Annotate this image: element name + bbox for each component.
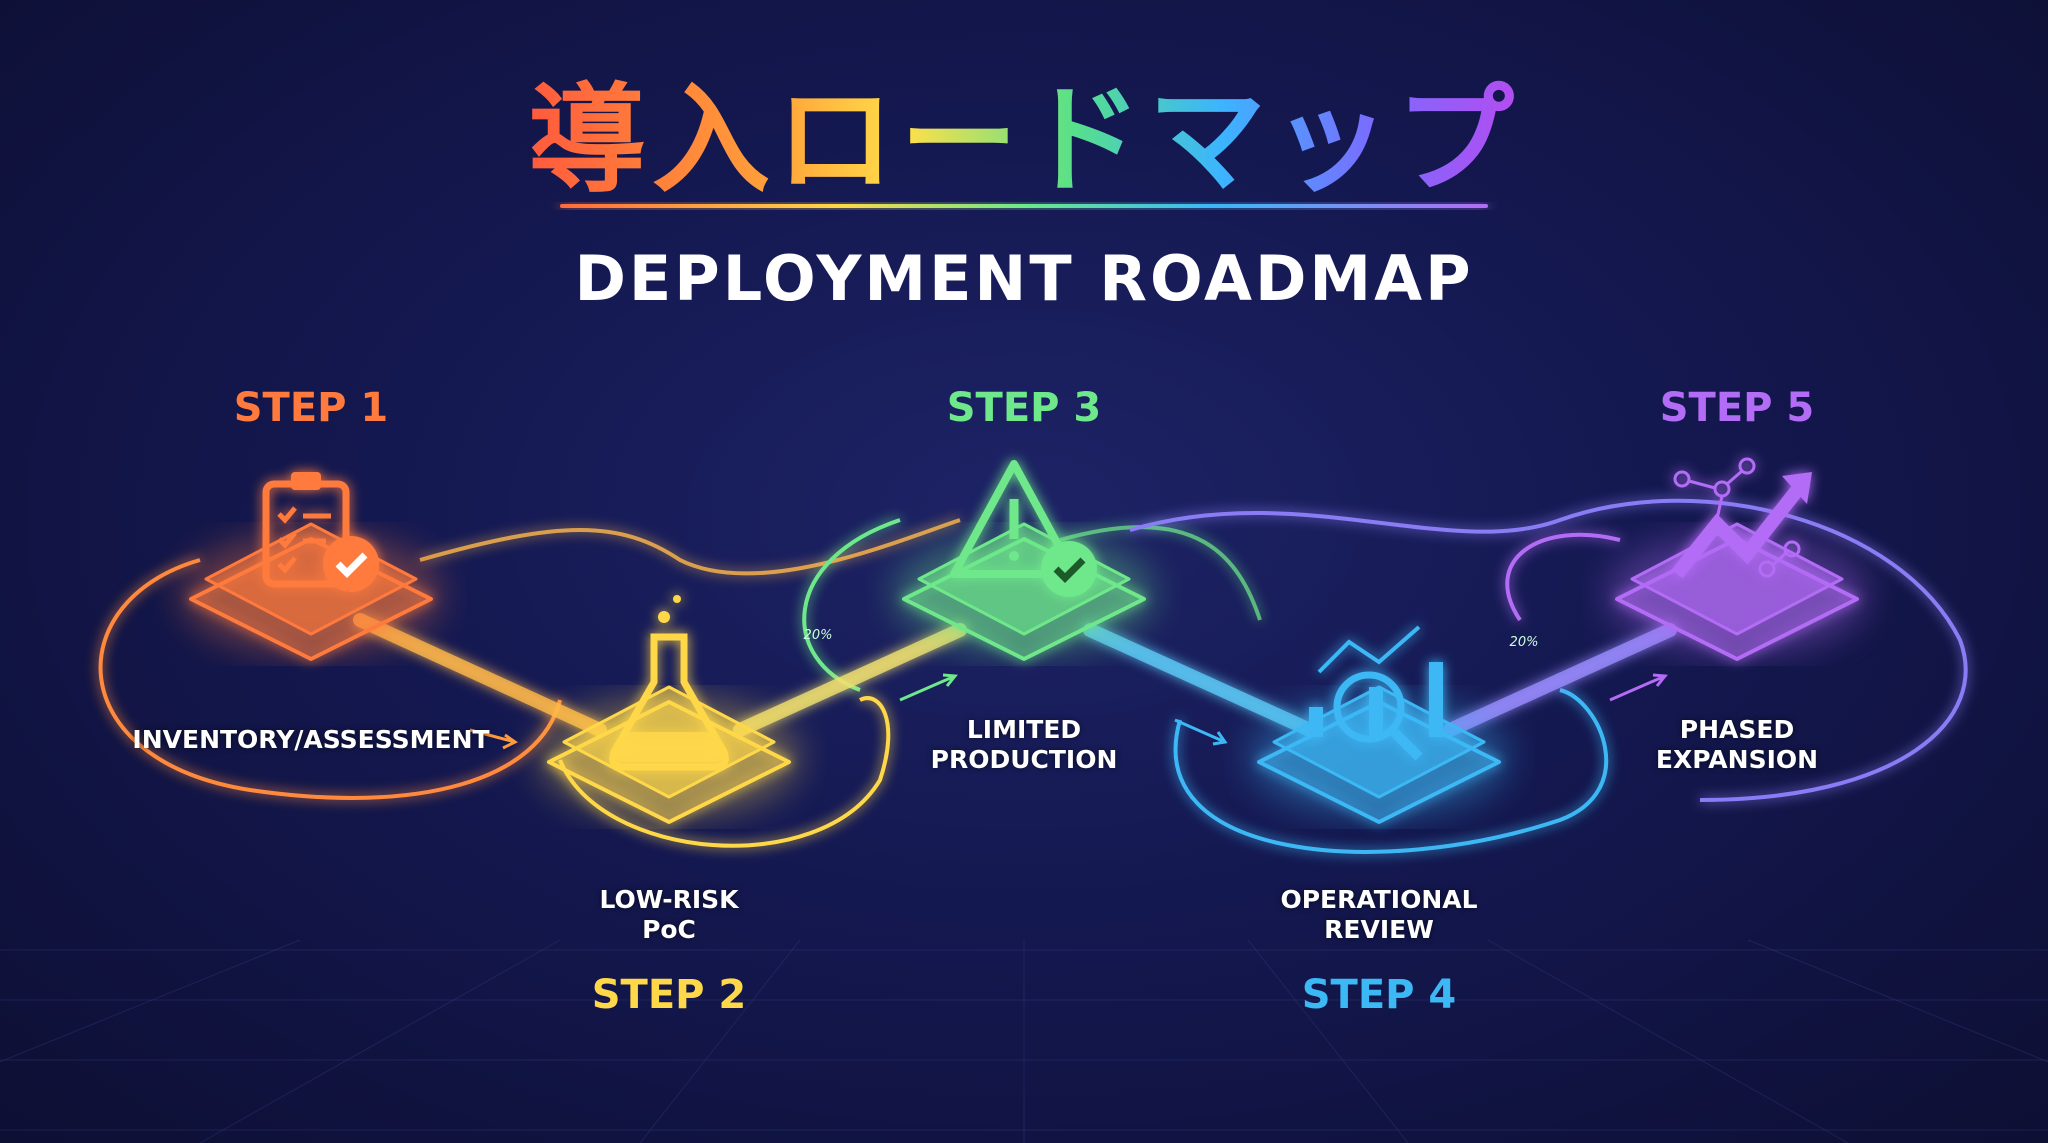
- clipboard-check-icon: [262, 472, 379, 592]
- step-2-label: STEP 2: [591, 972, 747, 1018]
- step-4-name-line2: REVIEW: [1324, 915, 1434, 944]
- step-2-name-line1: LOW-RISK: [599, 885, 739, 914]
- step-5-name-line2: EXPANSION: [1655, 745, 1819, 774]
- flow-arrows: [469, 673, 1668, 750]
- gauge-readout-2: 20%: [1509, 635, 1539, 650]
- connection-beams: [353, 613, 1677, 737]
- step-1-name: INVENTORY/ASSESSMENT: [132, 725, 489, 755]
- step-3-name-line2: PRODUCTION: [930, 745, 1118, 774]
- step-3-name-line1: LIMITED: [966, 715, 1082, 744]
- step-1-label: STEP 1: [233, 385, 389, 431]
- gauge-readout-1: 20%: [803, 628, 833, 643]
- step-4-label: STEP 4: [1301, 972, 1457, 1018]
- step-2-name-line2: PoC: [642, 915, 696, 944]
- title-japanese: 導入ロードマップ: [528, 44, 1520, 215]
- step-4-platform: [1249, 625, 1509, 824]
- step-3-platform: [894, 460, 1154, 661]
- step-1-platform: [181, 472, 441, 661]
- loop-paths: [98, 498, 1968, 854]
- step-5-label: STEP 5: [1659, 385, 1815, 431]
- chart-magnifier-icon: [1309, 625, 1443, 761]
- step-5-name-line1: PHASED: [1679, 715, 1795, 744]
- step-1-name-line: INVENTORY/ASSESSMENT: [132, 725, 490, 754]
- step-3-label: STEP 3: [946, 385, 1102, 431]
- warning-check-icon: [950, 460, 1097, 597]
- grid-floor: [0, 939, 2048, 1143]
- step-4-name-line1: OPERATIONAL: [1280, 885, 1478, 914]
- growth-arrow-network-icon: [1671, 457, 1812, 579]
- flask-icon: [609, 595, 729, 771]
- step-5-platform: [1607, 457, 1867, 661]
- title-divider: [560, 204, 1488, 208]
- step-2-platform: [539, 595, 799, 824]
- title-english: DEPLOYMENT ROADMAP: [574, 242, 1474, 315]
